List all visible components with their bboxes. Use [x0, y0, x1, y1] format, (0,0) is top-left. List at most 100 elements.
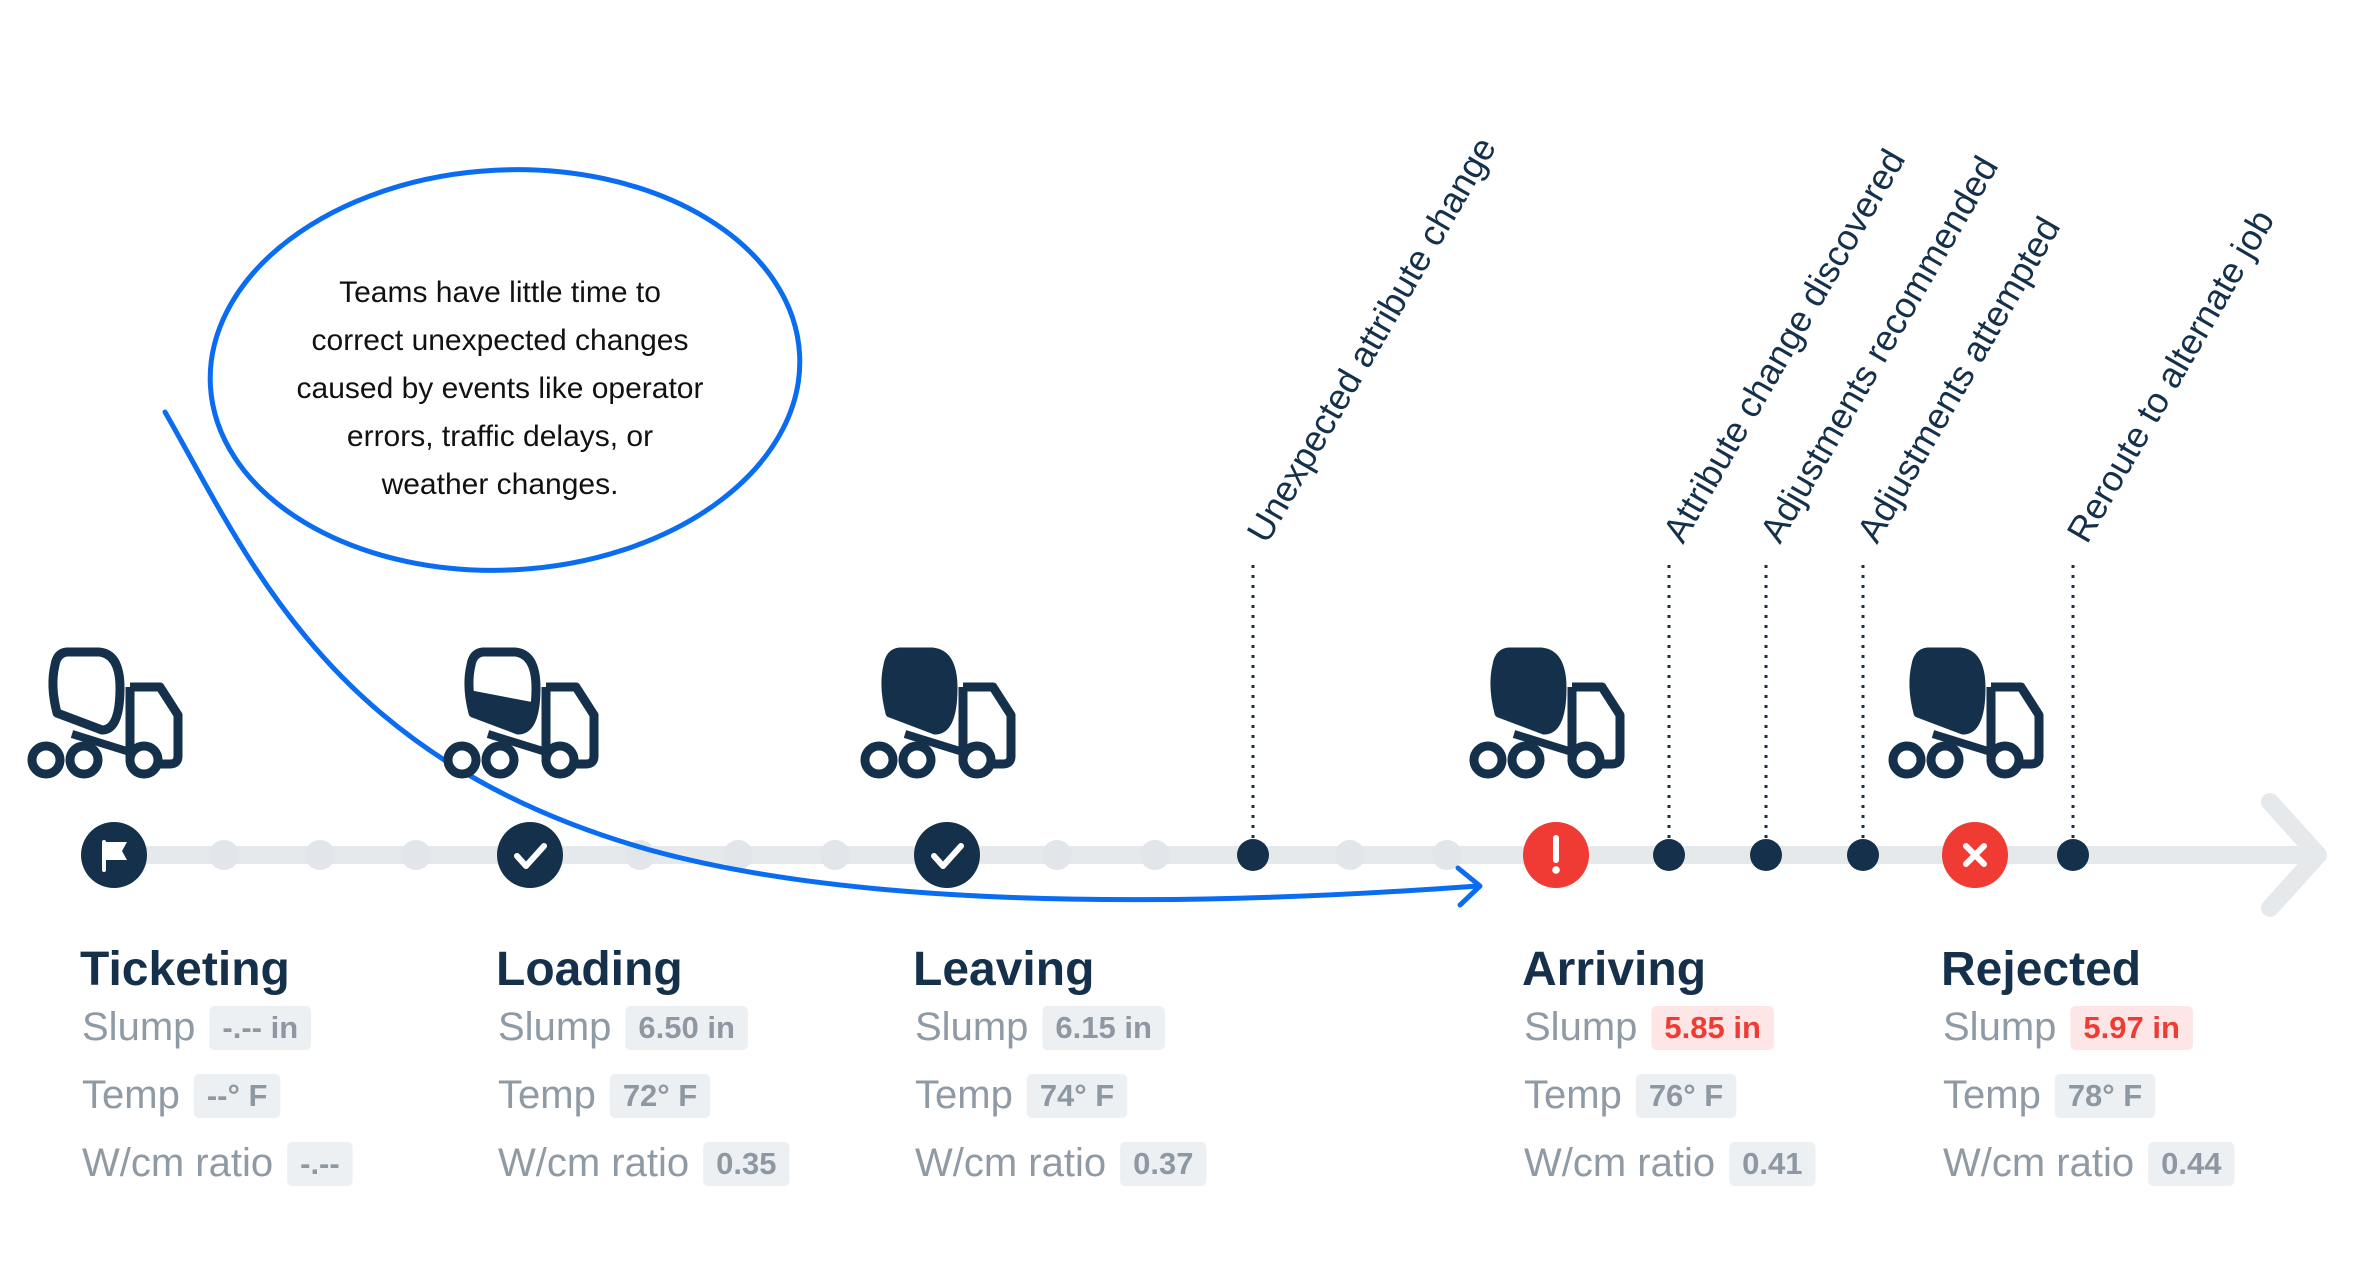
attribute-label: W/cm ratio [82, 1141, 273, 1185]
attribute-value: 6.15 in [1055, 1010, 1152, 1045]
timeline-dot [820, 840, 850, 870]
event-label: Reroute to alternate job [2058, 203, 2282, 549]
attribute-row: Temp 72° F [498, 1073, 711, 1118]
attribute-label: W/cm ratio [1943, 1141, 2134, 1185]
attribute-badge [625, 1006, 748, 1050]
attribute-badge [1120, 1142, 1207, 1186]
timeline-dot [1335, 840, 1365, 870]
event-dot [1653, 839, 1685, 871]
concrete-truck-icon [443, 647, 599, 779]
timeline-dot [1140, 840, 1170, 870]
attribute-label: W/cm ratio [498, 1141, 689, 1185]
attribute-row: Slump 6.50 in [498, 1005, 748, 1050]
attribute-badge [2054, 1074, 2156, 1118]
event-dot [2057, 839, 2089, 871]
concrete-truck-icon [1888, 647, 2044, 779]
event-marker: Reroute to alternate job [2057, 203, 2282, 871]
x-icon [1942, 822, 2008, 888]
attribute-label: Slump [1524, 1005, 1637, 1049]
attribute-value: 0.44 [2161, 1146, 2222, 1181]
check-icon [914, 822, 980, 888]
attribute-row: W/cm ratio 0.41 [1524, 1141, 1816, 1186]
callout-ellipse [207, 167, 803, 573]
stage-title: Arriving [1522, 943, 1706, 996]
attribute-badge [1729, 1142, 1816, 1186]
attribute-row: W/cm ratio 0.44 [1943, 1141, 2235, 1186]
timeline-track [91, 793, 2327, 917]
timeline-dot [401, 840, 431, 870]
attribute-label: Slump [498, 1005, 611, 1049]
event-dot [1750, 839, 1782, 871]
timeline-arrowhead-icon [2261, 793, 2327, 917]
event-dot [1237, 839, 1269, 871]
attribute-label: Temp [82, 1073, 180, 1117]
callout-text-line: caused by events like operator [297, 372, 704, 405]
attribute-row: Temp 74° F [915, 1073, 1128, 1118]
attribute-label: Slump [82, 1005, 195, 1049]
attribute-row: Slump 5.97 in [1943, 1005, 2193, 1050]
attribute-badge [1042, 1006, 1165, 1050]
stage-title: Ticketing [80, 943, 290, 996]
attribute-label: Temp [1524, 1073, 1622, 1117]
attribute-label: Temp [498, 1073, 596, 1117]
attribute-row: W/cm ratio -.-- [82, 1141, 353, 1186]
callout-text-line: Teams have little time to [339, 276, 661, 309]
attribute-value: -.-- [300, 1146, 340, 1181]
attribute-label: Temp [1943, 1073, 2041, 1117]
attribute-label: Slump [1943, 1005, 2056, 1049]
attribute-badge [609, 1074, 711, 1118]
attribute-value: -.-- in [222, 1010, 298, 1045]
attribute-badge [1635, 1074, 1737, 1118]
exclamation-icon [1523, 822, 1589, 888]
attribute-value: --° F [207, 1078, 268, 1113]
event-marker: Unexpected attribute change [1237, 130, 1504, 871]
callout-arrow-curve [162, 409, 1481, 903]
event-dot [1847, 839, 1879, 871]
attribute-row: Temp --° F [82, 1073, 281, 1118]
attribute-value: 76° F [1649, 1078, 1723, 1113]
attribute-badge [703, 1142, 790, 1186]
event-label: Unexpected attribute change [1238, 130, 1504, 549]
attribute-badge [193, 1074, 281, 1118]
check-icon [497, 822, 563, 888]
attribute-label: W/cm ratio [1524, 1141, 1715, 1185]
concrete-truck-icon [1469, 647, 1625, 779]
callout-text-line: errors, traffic delays, or [347, 420, 653, 453]
stage-title: Rejected [1941, 943, 2141, 996]
attribute-value: 78° F [2068, 1078, 2142, 1113]
attribute-badge [287, 1142, 353, 1186]
attribute-badge [1651, 1006, 1774, 1050]
attribute-row: Temp 78° F [1943, 1073, 2156, 1118]
attribute-badge [209, 1006, 312, 1050]
concrete-truck-icon [27, 647, 183, 779]
attribute-badge [2148, 1142, 2235, 1186]
attribute-label: Temp [915, 1073, 1013, 1117]
timeline-dot [1432, 840, 1462, 870]
attribute-value: 74° F [1040, 1078, 1114, 1113]
stage-title: Leaving [913, 943, 1094, 996]
callout-text-line: weather changes. [381, 468, 619, 501]
timeline-dots [209, 840, 1462, 870]
attribute-value: 6.50 in [638, 1010, 735, 1045]
attribute-badge [2070, 1006, 2193, 1050]
timeline-dot [1042, 840, 1072, 870]
attribute-label: W/cm ratio [915, 1141, 1106, 1185]
concrete-truck-icon [860, 647, 1016, 779]
flag-icon [81, 822, 147, 888]
attribute-row: Slump -.-- in [82, 1005, 312, 1050]
attribute-value: 72° F [623, 1078, 697, 1113]
stage-title: Loading [496, 943, 683, 996]
attribute-value: 0.35 [716, 1146, 776, 1181]
attribute-value: 0.41 [1742, 1146, 1802, 1181]
attribute-value: 5.97 in [2083, 1010, 2180, 1045]
timeline-dot [305, 840, 335, 870]
